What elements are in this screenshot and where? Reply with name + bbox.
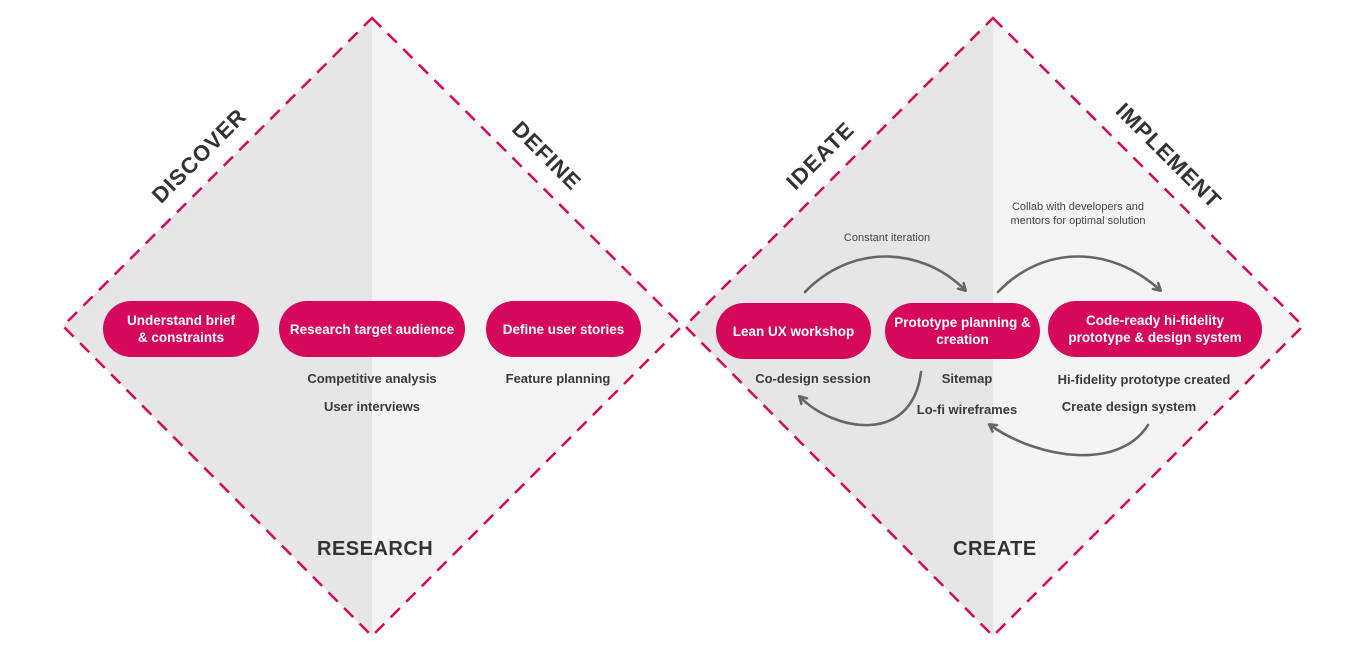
step-define-user-stories[interactable]: Define user stories	[486, 301, 641, 357]
activity-competitive-analysis: Competitive analysis	[307, 371, 437, 386]
section-research-label: RESEARCH	[317, 538, 434, 560]
constant-iteration-arrow	[803, 255, 965, 294]
sitemap-return-arrow	[800, 370, 923, 427]
activity-hifi-prototype-created: Hi-fidelity prototype created	[1057, 372, 1231, 387]
step-lean-ux-workshop[interactable]: Lean UX workshop	[716, 303, 871, 359]
activity-lofi-wireframes: Lo-fi wireframes	[916, 402, 1018, 417]
annotation-collab: Collab with developers and mentors for o…	[1010, 201, 1146, 227]
design-system-return-arrow	[990, 425, 1150, 457]
step-prototype-planning[interactable]: Prototype planning & creation	[885, 303, 1040, 359]
activity-sitemap: Sitemap	[941, 371, 993, 386]
step-code-ready-prototype[interactable]: Code-ready hi-fidelity prototype & desig…	[1048, 301, 1262, 357]
activity-feature-planning: Feature planning	[505, 371, 611, 386]
collab-arrow	[996, 255, 1160, 294]
activity-create-design-system: Create design system	[1061, 399, 1197, 414]
research-diamond-outline	[61, 16, 684, 638]
step-research-target-audience[interactable]: Research target audience	[279, 301, 465, 357]
step-understand-brief[interactable]: Understand brief & constraints	[103, 301, 259, 357]
section-create-label: CREATE	[953, 538, 1037, 560]
annotation-constant-iteration: Constant iteration	[843, 232, 931, 244]
activity-co-design-session: Co-design session	[755, 371, 871, 386]
activity-user-interviews: User interviews	[323, 399, 421, 414]
create-diamond-outline	[683, 16, 1305, 638]
